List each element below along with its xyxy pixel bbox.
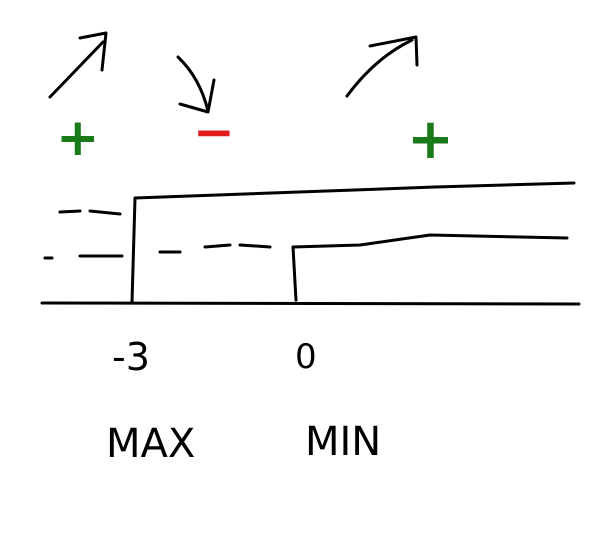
sign-positive-right: + <box>407 107 454 172</box>
arrow-up-right-icon <box>48 31 108 99</box>
min-level-line <box>291 233 569 302</box>
arrow-up-right-icon <box>345 35 419 98</box>
sign-negative-middle: − <box>193 103 235 161</box>
dashed-guide-upper <box>58 209 122 216</box>
dashed-guide-lower <box>43 243 272 260</box>
critical-label-max: MAX <box>106 421 196 467</box>
sign-positive-left: + <box>56 108 100 168</box>
tick-label-0: 0 <box>295 337 317 377</box>
arrow-down-right-icon <box>176 55 216 114</box>
max-level-line <box>130 181 576 304</box>
tick-label-minus-3: -3 <box>112 335 150 379</box>
number-line-axis <box>40 301 581 306</box>
critical-label-min: MIN <box>305 419 382 465</box>
